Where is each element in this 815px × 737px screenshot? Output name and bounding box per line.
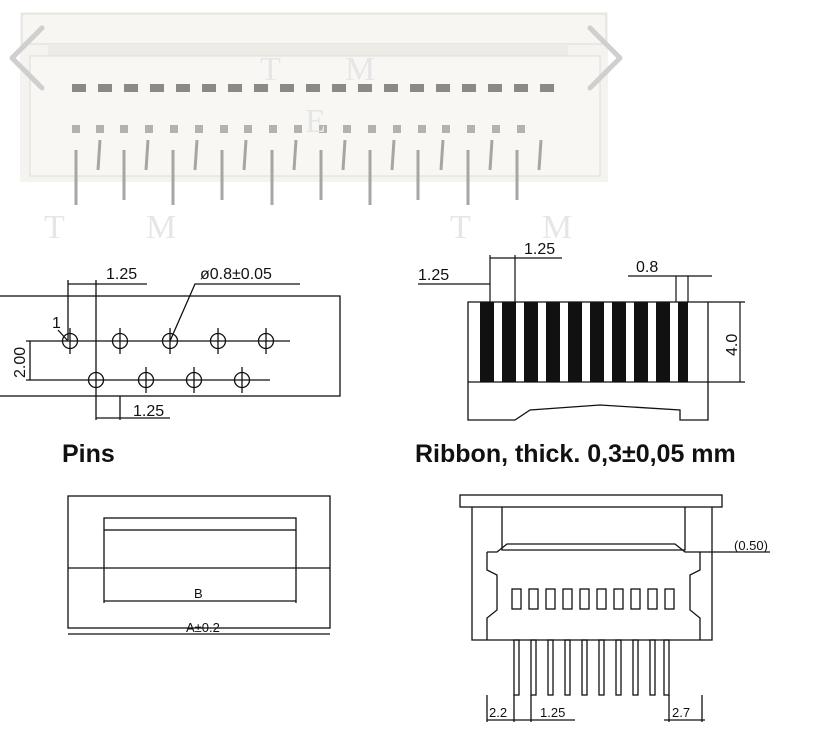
watermark-m-2: M [146, 209, 176, 246]
chevron-right-icon [587, 25, 623, 91]
pins-pitch-bottom-label: 1.25 [133, 403, 164, 420]
ribbon-height-label: 4.0 [724, 334, 741, 356]
front-view-left-margin-label: 2.2 [489, 705, 507, 720]
front-view-offset-label: (0.50) [734, 538, 768, 553]
watermark-e: E [305, 103, 326, 140]
ribbon-edge-label: 1.25 [418, 267, 449, 284]
pins-pin-one-label: 1 [52, 315, 61, 332]
chevron-left-icon [9, 25, 45, 91]
ribbon-pitch-label: 1.25 [524, 241, 555, 258]
top-view-outer-label: A±0.2 [186, 620, 220, 635]
ribbon-caption: Ribbon, thick. 0,3±0,05 mm [415, 440, 736, 468]
pins-pitch-top-label: 1.25 [106, 266, 137, 283]
watermark-m-3: M [542, 209, 572, 246]
top-view-drawing [67, 495, 331, 635]
pins-row-gap-label: 2.00 [12, 347, 29, 378]
front-view-right-margin-label: 2.7 [672, 705, 690, 720]
next-image-button[interactable] [572, 18, 632, 98]
pins-caption: Pins [62, 440, 115, 468]
watermark-t: T [260, 51, 281, 88]
previous-image-button[interactable] [0, 18, 60, 98]
pins-drawing [0, 280, 341, 420]
front-view-pitch-label: 1.25 [540, 705, 565, 720]
connector-photo: T M E T M T M [20, 12, 608, 246]
watermark-t-3: T [450, 209, 471, 246]
front-view-drawing [459, 494, 770, 722]
watermark-m: M [345, 51, 375, 88]
ribbon-drawing [418, 255, 745, 421]
ribbon-conductor-label: 0.8 [636, 259, 658, 276]
pins-hole-label: ø0.8±0.05 [200, 266, 272, 283]
watermark-t-2: T [44, 209, 65, 246]
top-view-inner-label: B [194, 586, 203, 601]
